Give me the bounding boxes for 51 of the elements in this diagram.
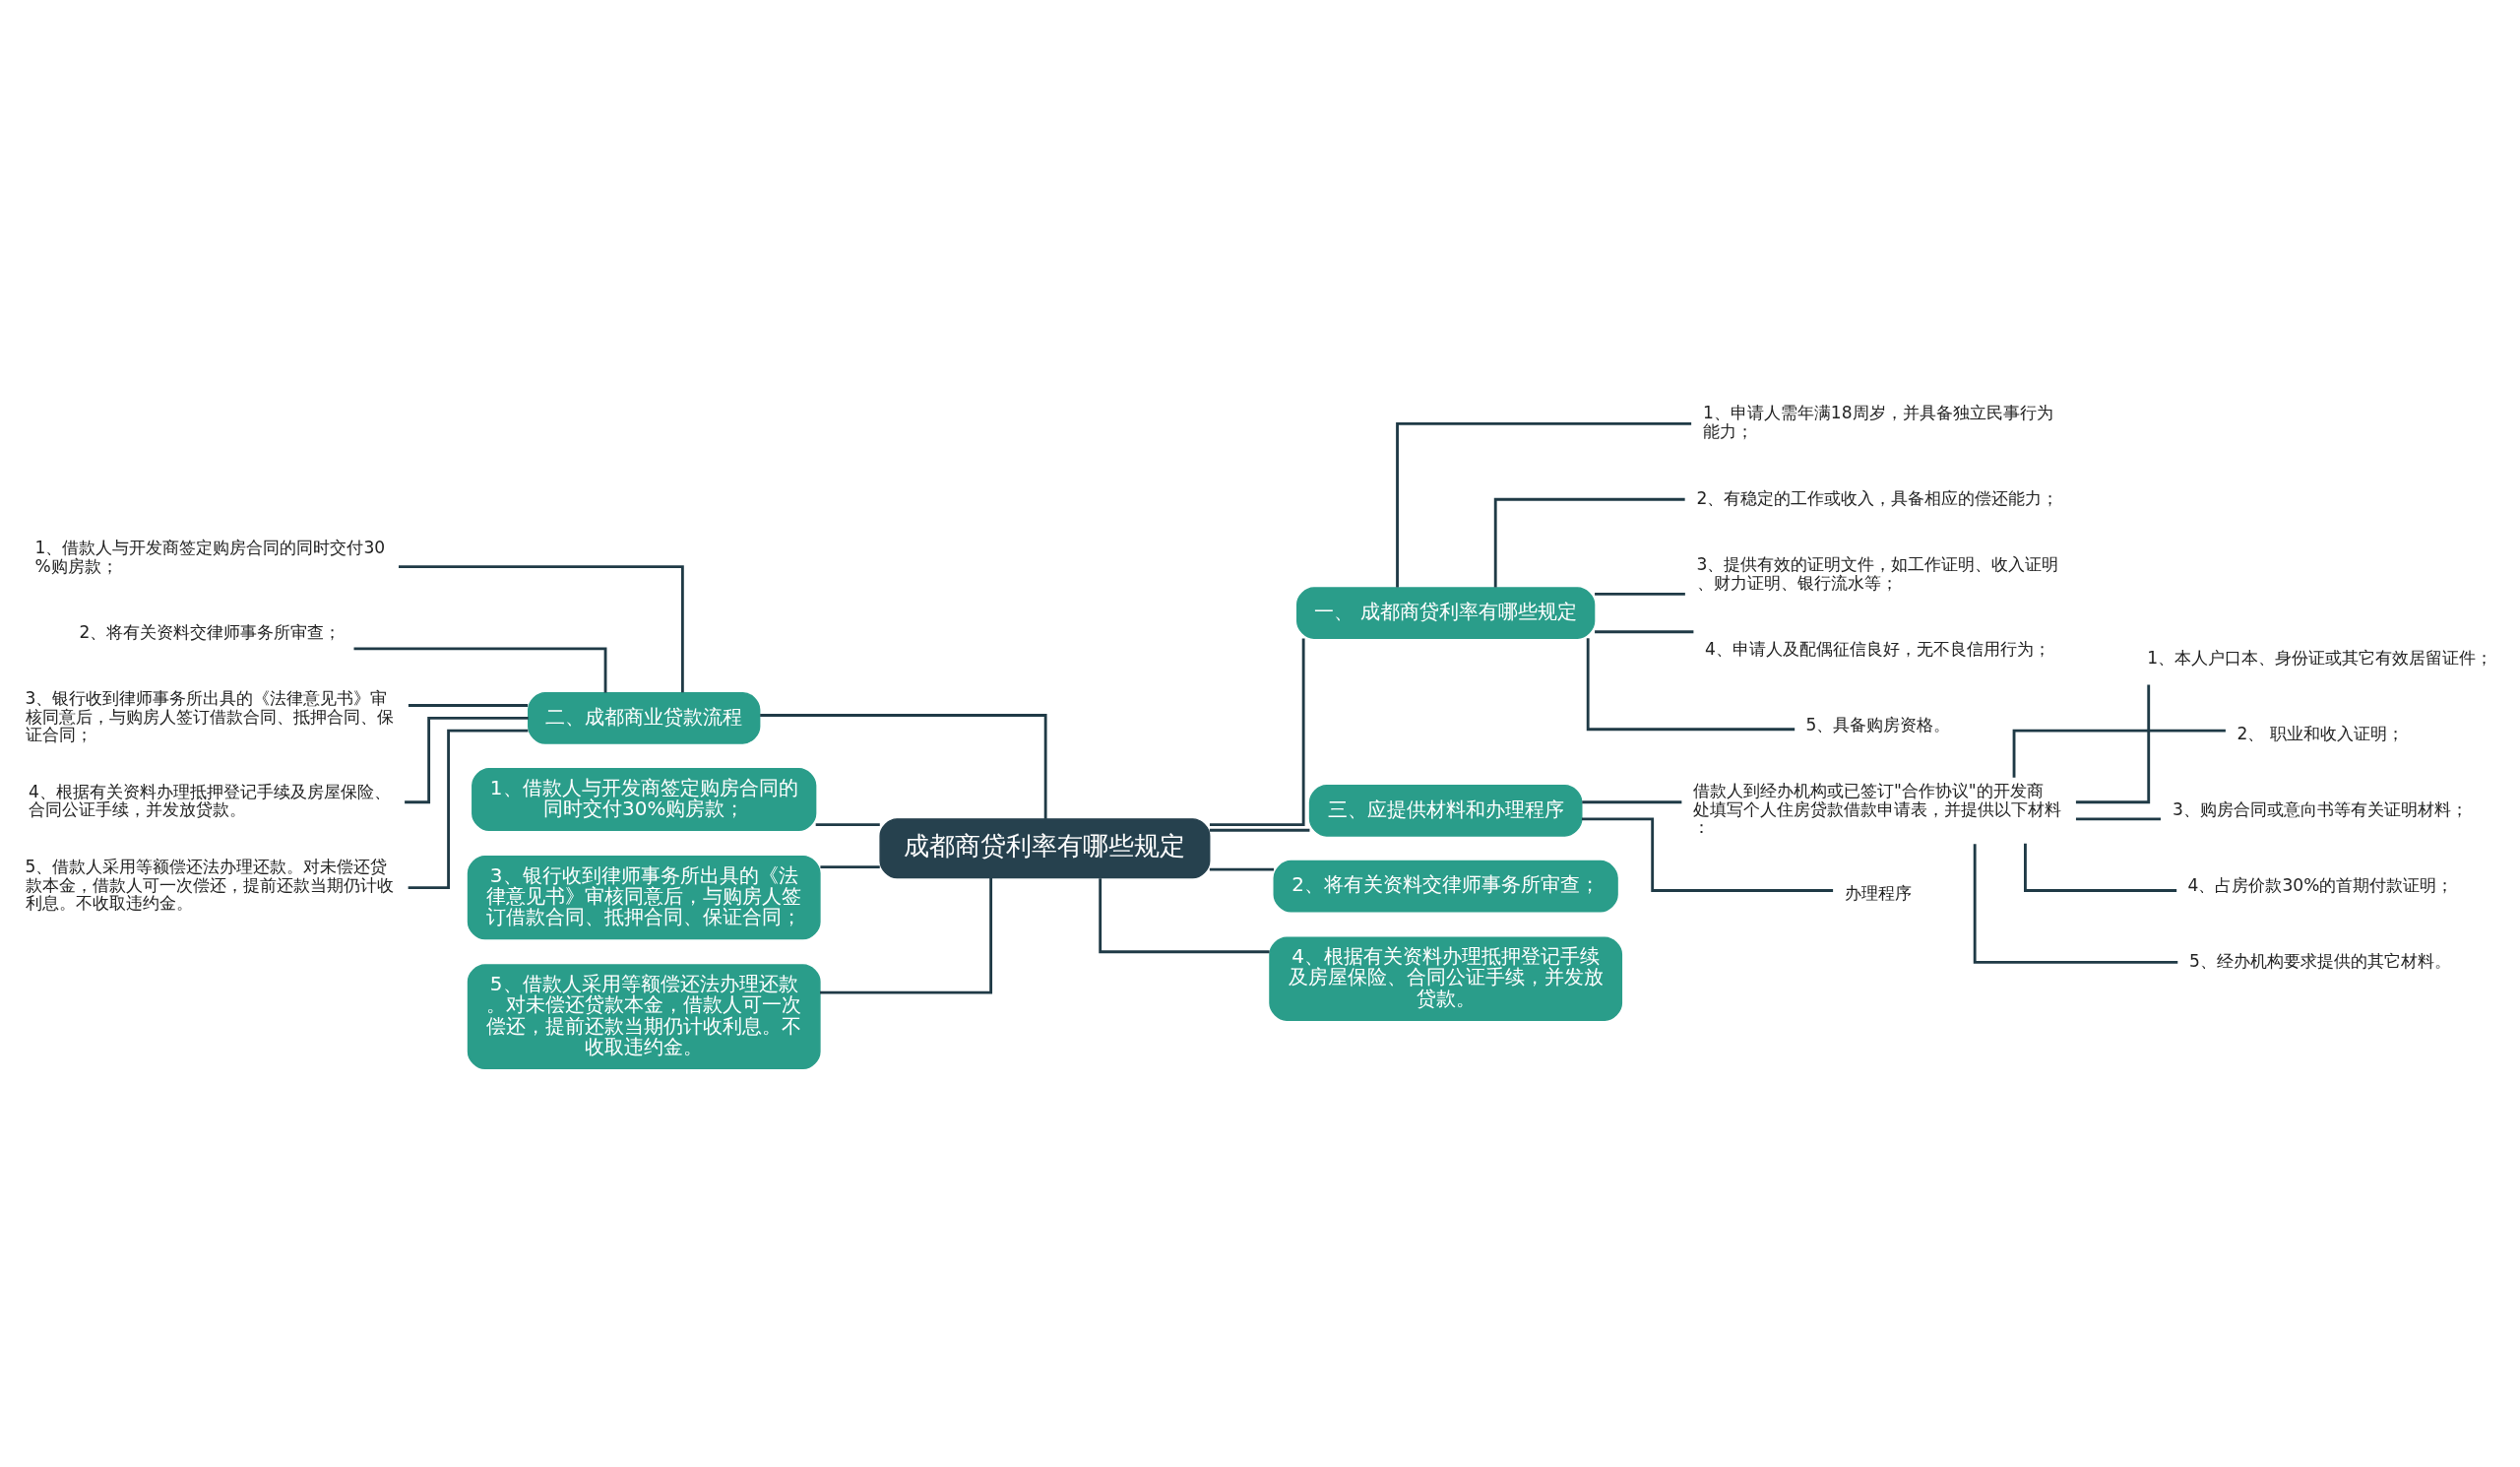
connector <box>399 565 684 693</box>
node-text: 借款人到经办机构或已签订"合作协议"的开发商处填写个人住房贷款借款申请表，并提供以下材料： <box>1692 781 2061 838</box>
connector <box>1582 800 1682 804</box>
node-text: 3、银行收到律师事务所出具的《法律意见书》审核同意后，与购房人签订借款合同、抵押合同、保证合同； <box>25 688 394 745</box>
connector <box>1209 867 1274 871</box>
connector <box>1209 828 1310 832</box>
connector <box>408 729 529 890</box>
node-text: 2、 职业和收入证明； <box>2236 723 2404 743</box>
node-text: 3、提供有效的证明文件，如工作证明、收入证明、财力证明、银行流水等； <box>1696 554 2059 593</box>
connector <box>1595 592 1685 596</box>
connector <box>1099 878 1270 954</box>
node-text: 4、申请人及配偶征信良好，无不良信用行为； <box>1705 639 2050 660</box>
node-text: 2、将有关资料交律师事务所审查； <box>79 622 342 643</box>
node-text: 4、根据有关资料办理抵押登记手续及房屋保险、合同公证手续，并发放贷款。 <box>29 781 392 820</box>
node-box: 成都商贷利率有哪些规定 <box>879 818 1211 879</box>
node-box: 1、借款人与开发商签定购房合同的同时交付30%购房款； <box>472 767 817 831</box>
node-box: 三、应提供材料和办理程序 <box>1308 784 1583 837</box>
connector <box>1582 817 1834 892</box>
connector <box>2075 817 2161 821</box>
connector <box>1586 638 1796 732</box>
node-text: 2、有稳定的工作或收入，具备相应的偿还能力； <box>1696 487 2059 508</box>
node-box: 2、将有关资料交律师事务所审查； <box>1273 860 1618 913</box>
connector <box>2075 684 2151 804</box>
connector <box>820 878 993 994</box>
connector <box>1396 421 1692 588</box>
connector <box>2024 843 2177 892</box>
node-text: 1、申请人需年满18周岁，并具备独立民事行为能力； <box>1702 403 2053 441</box>
connector <box>353 647 607 693</box>
node-text: 5、具备购房资格。 <box>1805 715 1951 735</box>
node-box: 3、银行收到律师事务所出具的《法律意见书》审核同意后，与购房人签订借款合同、抵押合同、保证合同； <box>467 855 821 940</box>
connector <box>760 714 1047 819</box>
node-text: 1、本人户口本、身份证或其它有效居留证件； <box>2147 647 2493 668</box>
connector <box>820 865 880 869</box>
node-text: 3、购房合同或意向书等有关证明材料； <box>2172 798 2468 819</box>
connector <box>1209 638 1305 826</box>
connector <box>1595 630 1694 634</box>
node-box: 5、借款人采用等额偿还法办理还款。对未偿还贷款本金，借款人可一次偿还，提前还款当期仍计收利息。不收取违约金。 <box>467 964 821 1069</box>
node-text: 5、经办机构要求提供的其它材料。 <box>2189 950 2451 971</box>
node-text: 5、借款人采用等额偿还法办理还款。对未偿还贷款本金，借款人可一次偿还，提前还款当期仍计收利息。不收取违约金。 <box>25 857 394 914</box>
node-box: 一、 成都商贷利率有哪些规定 <box>1296 587 1596 639</box>
connector <box>408 704 529 707</box>
node-box: 二、成都商业贷款流程 <box>528 692 761 744</box>
node-text: 办理程序 <box>1844 883 1912 904</box>
connector <box>405 716 529 804</box>
node-box: 4、根据有关资料办理抵押登记手续及房屋保险、合同公证手续，并发放贷款。 <box>1269 936 1623 1021</box>
connector <box>1973 844 2178 964</box>
connector <box>2012 729 2226 778</box>
connector <box>815 823 880 826</box>
node-text: 1、借款人与开发商签定购房合同的同时交付30%购房款； <box>34 538 386 576</box>
node-text: 4、占房价款30%的首期付款证明； <box>2187 874 2454 895</box>
connector <box>1493 497 1685 588</box>
